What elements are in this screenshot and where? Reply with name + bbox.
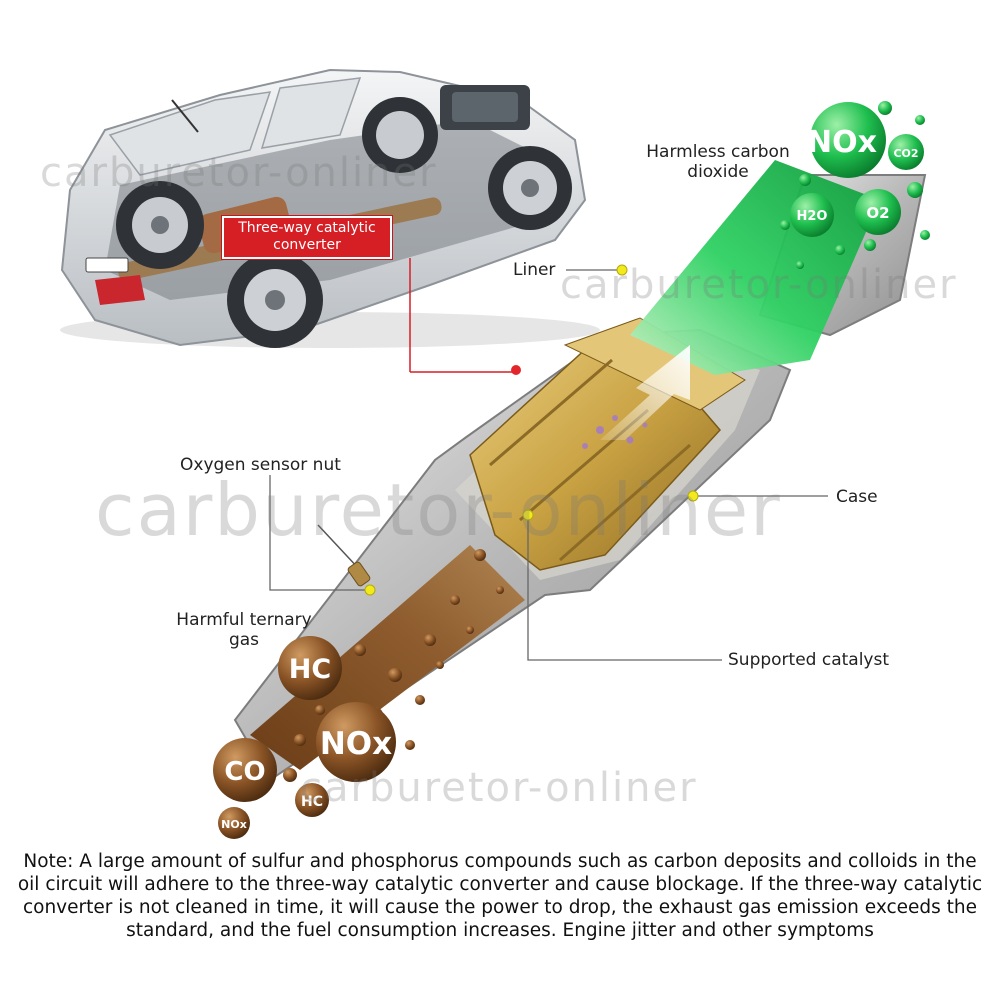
molecule-o2: O2	[855, 189, 901, 235]
svg-text:NOx: NOx	[320, 726, 392, 762]
molecule-hc-large: HC	[278, 636, 342, 700]
callout-leaders	[269, 269, 828, 661]
svg-text:O2: O2	[866, 204, 889, 222]
watermark-bottom: carburetor-onliner	[300, 765, 698, 811]
svg-text:CO2: CO2	[893, 147, 918, 160]
svg-text:NOx: NOx	[807, 125, 877, 160]
callout-markers	[364, 264, 699, 596]
converter-tag-line2: converter	[273, 237, 341, 253]
label-case: Case	[836, 487, 878, 507]
molecule-nox-small: NOx	[218, 807, 250, 839]
converter-leader	[409, 258, 516, 373]
svg-text:HC: HC	[289, 654, 331, 685]
clean-gas-particles	[780, 101, 930, 269]
converter-tag-line1: Three-way catalytic	[238, 220, 376, 236]
label-harmful-line1: Harmful ternary	[176, 610, 312, 630]
watermark-top: carburetor-onliner	[40, 150, 438, 196]
converter-tag: Three-way catalytic converter	[222, 216, 392, 259]
label-oxygen-sensor: Oxygen sensor nut	[180, 455, 341, 475]
label-harmless-line1: Harmless carbon	[646, 142, 790, 162]
watermark-right: carburetor-onliner	[560, 262, 958, 308]
molecule-hc-small: HC	[295, 783, 329, 817]
label-liner: Liner	[513, 260, 556, 280]
svg-text:H2O: H2O	[797, 209, 828, 224]
molecule-co2: CO2	[888, 134, 924, 170]
label-supported-catalyst: Supported catalyst	[728, 650, 890, 670]
svg-text:CO: CO	[224, 757, 265, 787]
oxygen-sensor	[347, 561, 371, 587]
car-illustration	[60, 68, 600, 348]
converter-marker	[511, 365, 521, 375]
molecule-co: CO	[213, 738, 277, 802]
label-harmless-co2: Harmless carbon dioxide	[632, 142, 804, 182]
svg-text:NOx: NOx	[221, 818, 247, 831]
label-harmful-line2: gas	[228, 630, 260, 650]
molecule-nox-clean: NOx	[807, 102, 886, 178]
watermark-center: carburetor-onliner	[95, 468, 782, 552]
sensor-wire	[317, 524, 361, 571]
label-harmless-line2: dioxide	[687, 162, 749, 182]
note-text: Note: A large amount of sulfur and phosp…	[17, 851, 983, 941]
molecule-nox-large: NOx	[316, 702, 396, 782]
svg-text:HC: HC	[301, 794, 323, 810]
molecule-h2o: H2O	[790, 193, 834, 237]
label-harmful-gas: Harmful ternary gas	[160, 610, 328, 650]
